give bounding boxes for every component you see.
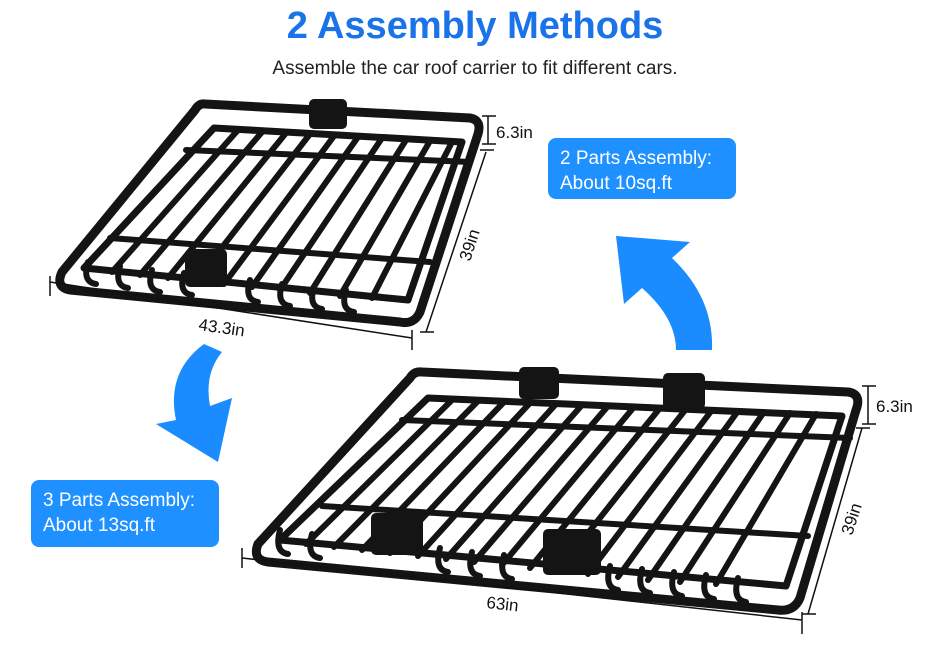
- small-carrier-height-label: 6.3in: [496, 123, 533, 142]
- small-carrier-width-label: 43.3in: [197, 315, 246, 340]
- curved-arrow-up-icon: [616, 236, 713, 350]
- page-title: 2 Assembly Methods: [286, 5, 664, 47]
- small-carrier-dimension-lines: [49, 115, 496, 350]
- large-carrier-dimension-lines: [241, 385, 876, 634]
- page-subtitle: Assemble the car roof carrier to fit dif…: [272, 58, 678, 79]
- three-parts-line1: 3 Parts Assembly:: [43, 490, 196, 511]
- small-roof-carrier: [55, 99, 484, 327]
- two-parts-callout: 2 Parts Assembly: About 10sq.ft: [548, 138, 736, 199]
- two-parts-line1: 2 Parts Assembly:: [560, 148, 713, 169]
- large-carrier-height-label: 6.3in: [876, 397, 913, 416]
- large-carrier-depth-label: 39in: [838, 501, 866, 537]
- three-parts-line2: About 13sq.ft: [43, 515, 155, 536]
- large-carrier-width-label: 63in: [486, 593, 520, 615]
- curved-arrow-down-icon: [156, 344, 232, 462]
- two-parts-line2: About 10sq.ft: [560, 173, 672, 194]
- large-roof-carrier: [251, 367, 863, 615]
- three-parts-callout: 3 Parts Assembly: About 13sq.ft: [31, 480, 219, 547]
